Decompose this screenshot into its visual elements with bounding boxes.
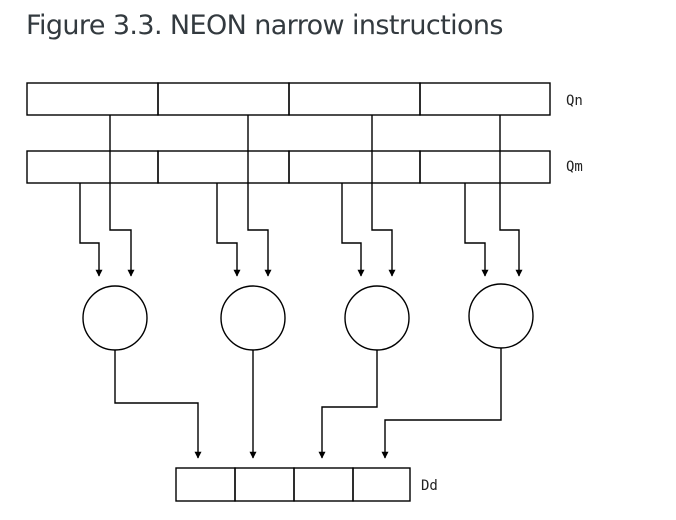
qm-element-1	[157, 150, 290, 184]
dd-label: Dd	[421, 478, 438, 494]
dd-element-0	[175, 467, 236, 502]
qm-label: Qm	[566, 159, 583, 175]
qn-element-1	[157, 82, 290, 116]
result-arrow-0	[114, 350, 202, 459]
qm-element-0	[26, 150, 159, 184]
result-arrow-2	[318, 350, 378, 459]
qm-register	[26, 150, 551, 184]
qn-register	[26, 82, 551, 116]
qm-lane-arrows	[79, 183, 489, 277]
op-circle-2	[344, 285, 410, 351]
qn-element-0	[26, 82, 159, 116]
op-circle-3	[468, 283, 534, 349]
qm-lane-2-arrow	[341, 183, 365, 277]
qn-lane-3-arrow	[499, 115, 523, 277]
dd-element-2	[293, 467, 354, 502]
figure-title: Figure 3.3. NEON narrow instructions	[26, 10, 504, 41]
result-arrow-3	[381, 348, 502, 459]
qn-lane-0-arrow	[109, 115, 135, 277]
qn-lane-1-arrow	[247, 115, 272, 277]
dd-register	[175, 467, 411, 502]
op-circle-0	[82, 285, 148, 351]
qn-label: Qn	[566, 93, 583, 109]
qm-lane-1-arrow	[216, 183, 241, 277]
qm-element-3	[419, 150, 551, 184]
qm-lane-3-arrow	[464, 183, 489, 277]
qn-lane-arrows	[109, 115, 523, 277]
qn-element-2	[288, 82, 421, 116]
qm-lane-0-arrow	[79, 183, 103, 277]
qn-element-3	[419, 82, 551, 116]
qn-lane-2-arrow	[371, 115, 396, 277]
result-arrows	[114, 348, 502, 459]
dd-element-1	[234, 467, 295, 502]
qm-element-2	[288, 150, 421, 184]
operation-circles	[82, 283, 534, 351]
op-circle-1	[220, 285, 286, 351]
dd-element-3	[352, 467, 411, 502]
